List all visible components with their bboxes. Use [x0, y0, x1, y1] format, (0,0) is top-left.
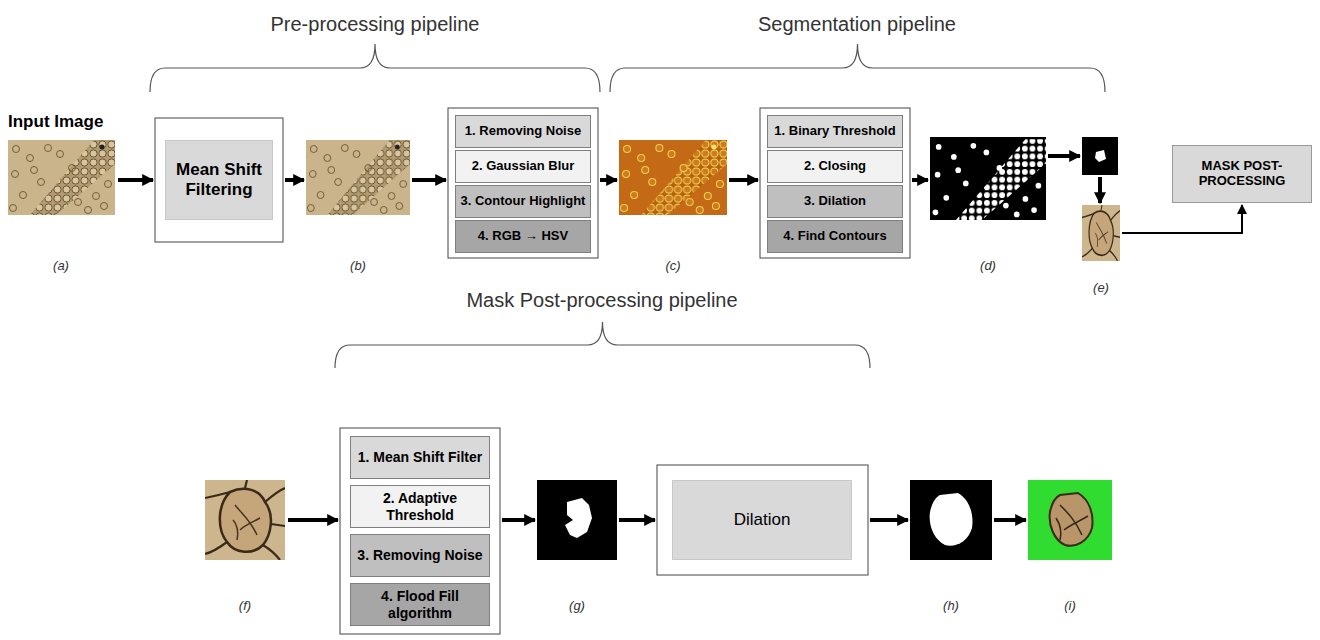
step-box: 4. Find Contours [767, 220, 903, 253]
step-box: 1. Removing Noise [455, 115, 591, 148]
step-box: 2. Closing [767, 150, 903, 183]
process-box: Dilation [672, 480, 852, 560]
step-box: 2. Adaptive Threshold [350, 485, 490, 528]
box-text-group: Dilation [677, 510, 847, 530]
box-text: MASK POST-PROCESSING [1177, 159, 1307, 189]
step-container [155, 108, 910, 634]
step-container [155, 118, 283, 242]
single-mask-image [1082, 137, 1118, 175]
box-text: 1. Removing Noise [460, 124, 586, 139]
box-text-group: Mean Shift Filtering [170, 160, 268, 199]
figure-label: (i) [1064, 598, 1076, 614]
box-text: 4. Find Contours [772, 229, 898, 244]
box-text: 1. Mean Shift Filter [355, 449, 485, 465]
step-container [340, 428, 500, 634]
figure-label: (b) [350, 258, 366, 274]
step-box: 3. Removing Noise [350, 534, 490, 577]
box-text: 2. Closing [772, 159, 898, 174]
pipeline-title: Segmentation pipeline [758, 12, 956, 36]
box-text: 3. Contour Highlight [460, 194, 586, 209]
pipeline-title: Mask Post-processing pipeline [466, 288, 737, 312]
step-box: 3. Contour Highlight [455, 185, 591, 218]
box-text: 2. Adaptive Threshold [355, 490, 485, 522]
figure-label: (h) [943, 598, 959, 614]
process-box: Mean Shift Filtering [165, 140, 273, 220]
step-box: 4. Flood Fill algorithm [350, 583, 490, 626]
pipeline-brace [150, 44, 1105, 368]
figure-label: (e) [1093, 280, 1109, 296]
box-text-group: 1. Mean Shift Filter [355, 449, 485, 465]
filtered-image [306, 140, 410, 215]
step-container [657, 465, 868, 575]
figure-label: (a) [53, 258, 69, 274]
box-text-group: 2. Closing [772, 159, 898, 174]
box-text-group: 4. Find Contours [772, 229, 898, 244]
input-image [8, 140, 115, 215]
hsv-image [619, 140, 727, 215]
flow-arrow [1122, 205, 1242, 233]
step-container [760, 108, 910, 258]
figure-label: (g) [569, 598, 585, 614]
box-text: 3. Dilation [772, 194, 898, 209]
box-text: 1. Binary Threshold [772, 124, 898, 139]
box-text-group: 4. Flood Fill algorithm [355, 588, 485, 620]
pipeline-brace [150, 44, 600, 92]
cropped-cell-image [205, 480, 285, 560]
binary-mask-image [930, 137, 1046, 220]
box-text-group: 1. Removing Noise [460, 124, 586, 139]
box-text-group: 1. Binary Threshold [772, 124, 898, 139]
figure-label: (f) [239, 598, 251, 614]
step-box: 2. Gaussian Blur [455, 150, 591, 183]
box-text: 2. Gaussian Blur [460, 159, 586, 174]
dilated-mask-image [910, 480, 992, 560]
box-text-group: 2. Adaptive Threshold [355, 490, 485, 522]
step-box: 1. Mean Shift Filter [350, 436, 490, 479]
step-box: 3. Dilation [767, 185, 903, 218]
figure-label: (c) [665, 258, 680, 274]
segmented-cell-image [1028, 480, 1112, 560]
box-text: Dilation [677, 510, 847, 530]
box-text-group: 2. Gaussian Blur [460, 159, 586, 174]
box-text-group: 3. Contour Highlight [460, 194, 586, 209]
box-text-group: 3. Dilation [772, 194, 898, 209]
box-text: 4. RGB → HSV [460, 229, 586, 244]
threshold-mask-image [537, 480, 617, 560]
box-text: Mean Shift Filtering [170, 160, 268, 199]
box-text-group: 3. Removing Noise [355, 547, 485, 563]
box-text-group: 4. RGB → HSV [460, 229, 586, 244]
cropped-cell-image [1082, 205, 1120, 261]
process-box: MASK POST-PROCESSING [1172, 145, 1312, 203]
pipeline-brace [335, 322, 870, 368]
step-box: 1. Binary Threshold [767, 115, 903, 148]
image-label: Input Image [8, 112, 103, 132]
box-text: 3. Removing Noise [355, 547, 485, 563]
figure-label: (d) [980, 258, 996, 274]
step-box: 4. RGB → HSV [455, 220, 591, 253]
step-container [448, 108, 598, 258]
box-text: 4. Flood Fill algorithm [355, 588, 485, 620]
pipeline-title: Pre-processing pipeline [270, 12, 479, 36]
box-text-group: MASK POST-PROCESSING [1177, 159, 1307, 189]
pipeline-brace [610, 44, 1105, 92]
